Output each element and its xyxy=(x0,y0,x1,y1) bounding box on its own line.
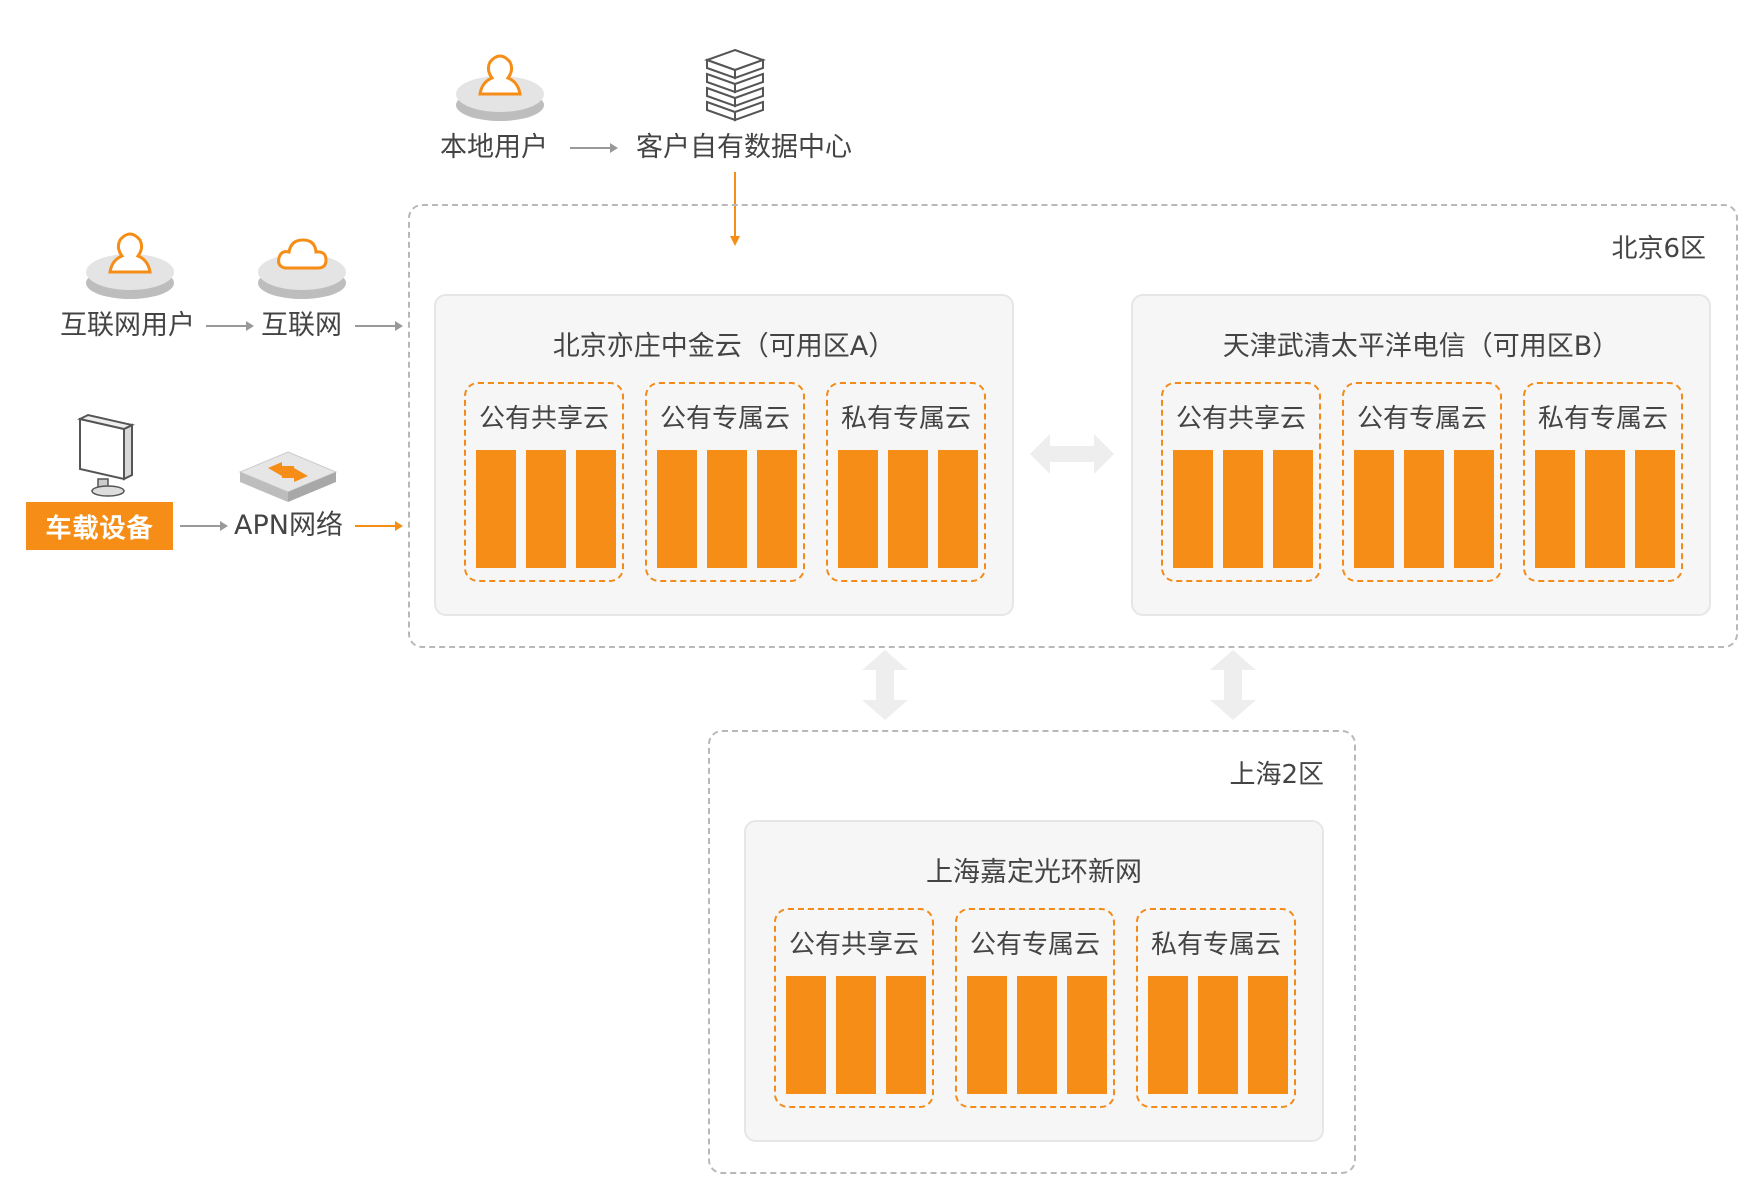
zone-a-cloud-2: 私有专属云 xyxy=(826,382,986,582)
cloud-title: 公有专属云 xyxy=(969,930,1100,960)
cloud-bar xyxy=(1198,976,1238,1094)
apn-network-label: APN网络 xyxy=(234,510,343,541)
cloud-bar xyxy=(888,450,928,568)
cloud-title: 私有专属云 xyxy=(1150,930,1281,960)
cloud-title: 公有共享云 xyxy=(1175,404,1306,434)
local-user-icon xyxy=(455,50,545,125)
cloud-bar xyxy=(1454,450,1494,568)
cloud-bar xyxy=(657,450,697,568)
cloud-title: 私有专属云 xyxy=(840,404,971,434)
arrow-user-to-internet xyxy=(206,318,256,338)
cloud-bar xyxy=(838,450,878,568)
region-shanghai-title: 上海2区 xyxy=(1229,760,1324,790)
zone-a: 北京亦庄中金云（可用区A） 公有共享云 公有专属云 私有专属云 xyxy=(434,294,1014,616)
cloud-bar xyxy=(1017,976,1057,1094)
cloud-bar xyxy=(1067,976,1107,1094)
internet-cloud-icon xyxy=(257,228,347,303)
region-shanghai: 上海2区 xyxy=(708,730,1356,1174)
server-stack-icon xyxy=(704,48,766,122)
cloud-bar xyxy=(1635,450,1675,568)
zone-shanghai: 上海嘉定光环新网 公有共享云 公有专属云 私有专属云 xyxy=(744,820,1324,1142)
region-beijing: 北京6区 xyxy=(408,204,1738,648)
zone-b-title: 天津武清太平洋电信（可用区B） xyxy=(1222,331,1620,362)
cloud-bar xyxy=(1404,450,1444,568)
arrow-vehicle-to-apn xyxy=(180,518,230,538)
cloud-title: 私有专属云 xyxy=(1537,404,1668,434)
cloud-bar xyxy=(967,976,1007,1094)
zone-b: 天津武清太平洋电信（可用区B） 公有共享云 公有专属云 私有专属云 xyxy=(1131,294,1711,616)
cloud-bar xyxy=(576,450,616,568)
cloud-bar xyxy=(526,450,566,568)
cloud-bar xyxy=(1585,450,1625,568)
cloud-title: 公有专属云 xyxy=(659,404,790,434)
arrow-local-to-dc xyxy=(570,140,620,160)
cloud-bar xyxy=(1273,450,1313,568)
region-beijing-title: 北京6区 xyxy=(1611,234,1706,264)
cloud-bar xyxy=(886,976,926,1094)
local-user-label: 本地用户 xyxy=(440,132,548,163)
zone-a-cloud-1: 公有专属云 xyxy=(645,382,805,582)
cloud-bar xyxy=(1248,976,1288,1094)
region-connector-vertical-left xyxy=(862,650,908,724)
arrow-apn-to-region xyxy=(355,518,405,538)
cloud-title: 公有共享云 xyxy=(788,930,919,960)
cloud-bar xyxy=(757,450,797,568)
arrow-internet-to-region xyxy=(355,318,405,338)
internet-user-icon xyxy=(85,228,175,303)
zone-b-cloud-2: 私有专属云 xyxy=(1523,382,1683,582)
router-icon xyxy=(238,450,338,505)
zone-shanghai-cloud-2: 私有专属云 xyxy=(1136,908,1296,1108)
zone-a-title: 北京亦庄中金云（可用区A） xyxy=(552,331,896,362)
customer-dc-label: 客户自有数据中心 xyxy=(636,132,852,163)
internet-user-label: 互联网用户 xyxy=(60,310,195,341)
region-connector-vertical-right xyxy=(1210,650,1256,724)
cloud-title: 公有共享云 xyxy=(478,404,609,434)
zone-connector-horizontal xyxy=(1030,432,1114,480)
cloud-title: 公有专属云 xyxy=(1356,404,1487,434)
cloud-bar xyxy=(938,450,978,568)
zone-shanghai-title: 上海嘉定光环新网 xyxy=(926,857,1142,888)
cloud-bar xyxy=(707,450,747,568)
internet-label: 互联网 xyxy=(261,310,342,341)
cloud-bar xyxy=(1223,450,1263,568)
monitor-icon xyxy=(77,413,138,497)
cloud-bar xyxy=(1173,450,1213,568)
zone-shanghai-cloud-1: 公有专属云 xyxy=(955,908,1115,1108)
zone-b-cloud-0: 公有共享云 xyxy=(1161,382,1321,582)
cloud-bar xyxy=(786,976,826,1094)
cloud-bar xyxy=(1535,450,1575,568)
vehicle-device-badge: 车载设备 xyxy=(26,502,173,550)
zone-a-cloud-0: 公有共享云 xyxy=(464,382,624,582)
zone-b-cloud-1: 公有专属云 xyxy=(1342,382,1502,582)
cloud-bar xyxy=(476,450,516,568)
zone-shanghai-cloud-0: 公有共享云 xyxy=(774,908,934,1108)
cloud-bar xyxy=(836,976,876,1094)
cloud-bar xyxy=(1148,976,1188,1094)
cloud-bar xyxy=(1354,450,1394,568)
